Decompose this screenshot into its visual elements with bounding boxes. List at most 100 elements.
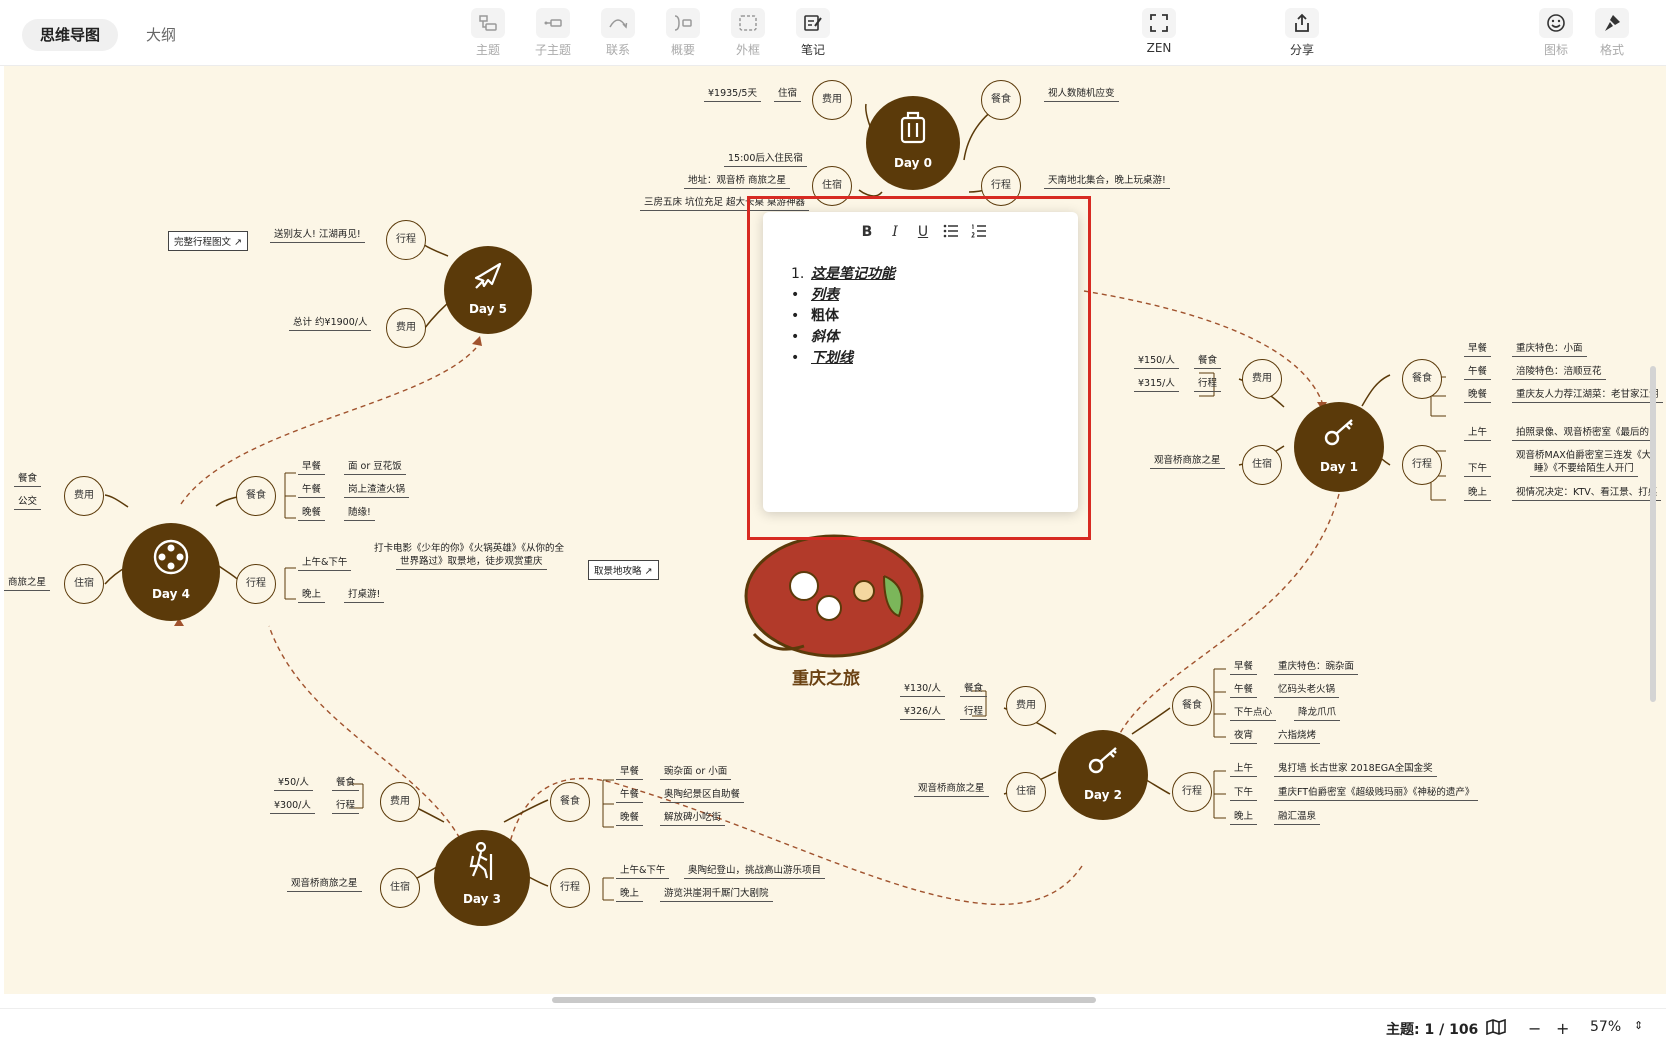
day4-lodging[interactable]: 住宿 [64, 564, 104, 604]
zoom-level[interactable]: 57% [1590, 1019, 1622, 1035]
italic-button[interactable]: I [892, 224, 898, 240]
day0-node[interactable]: Day 0 [866, 96, 960, 190]
day2-cost[interactable]: 费用 [1006, 686, 1046, 726]
bold-button[interactable]: B [861, 224, 873, 240]
day1-label: Day 1 [1319, 460, 1359, 474]
day3-leaf: 午餐 [616, 786, 644, 803]
day2-leaf: 融汇温泉 [1274, 808, 1321, 825]
itinerary-link-box[interactable]: 完整行程图文 ↗ [168, 231, 248, 251]
note-item-text: 这是笔记功能 [811, 266, 895, 282]
day1-cost[interactable]: 费用 [1242, 359, 1282, 399]
day1-leaf: 晚餐 [1464, 386, 1492, 403]
center-topic-title[interactable]: 重庆之旅 [792, 669, 860, 689]
day2-leaf: 鬼打墙 长古世家 2018EGA全国金奖 [1274, 760, 1437, 777]
note-item: 1. 这是笔记功能 [791, 264, 895, 285]
note-item: •下划线 [791, 348, 895, 369]
relationship-label: 联系 [605, 43, 630, 57]
underline-button[interactable]: U [917, 224, 929, 240]
note-item: •斜体 [791, 327, 895, 348]
zen-tool[interactable]: ZEN [1131, 8, 1187, 55]
day2-node[interactable]: Day 2 [1058, 730, 1148, 820]
numbered-list-icon [971, 224, 986, 238]
day5-cost[interactable]: 费用 [386, 308, 426, 348]
zoom-out-button[interactable]: − [1528, 1019, 1542, 1038]
tab-outline[interactable]: 大纲 [146, 26, 177, 44]
day4-leaf: 打桌游! [344, 586, 385, 603]
spot-guide-link-box[interactable]: 取景地攻略 ↗ [588, 560, 659, 580]
day1-leaf: 视情况决定：KTV、看江景、打桌 [1512, 484, 1662, 501]
day3-leaf: 晚上 [616, 885, 644, 902]
zoom-in-button[interactable]: + [1556, 1019, 1570, 1038]
day4-leaf: 午餐 [298, 481, 326, 498]
box-text: 完整行程图文 [174, 237, 232, 248]
topic-tool[interactable]: 主题 [460, 8, 516, 58]
airplane-icon [474, 262, 502, 289]
list-marker: • [791, 329, 800, 345]
day3-itinerary[interactable]: 行程 [550, 868, 590, 908]
day3-leaf: 上午&下午 [616, 862, 670, 879]
day0-cost[interactable]: 费用 [812, 80, 852, 120]
day5-leaf: 送别友人! 江湖再见! [270, 226, 365, 243]
day5-node[interactable]: Day 5 [444, 246, 532, 334]
boundary-icon [731, 8, 765, 38]
day2-leaf: 重庆特色：豌杂面 [1274, 658, 1359, 675]
day3-lodging[interactable]: 住宿 [380, 868, 420, 908]
summary-tool[interactable]: 概要 [655, 8, 711, 58]
day2-leaf: ¥130/人 [900, 680, 945, 697]
day3-node[interactable]: Day 3 [434, 830, 530, 926]
day1-leaf: 重庆特色：小面 [1512, 340, 1587, 357]
day3-leaf: 餐食 [332, 774, 360, 791]
day1-lodging[interactable]: 住宿 [1242, 445, 1282, 485]
day0-meals[interactable]: 餐食 [981, 80, 1021, 120]
day0-lodging[interactable]: 住宿 [812, 166, 852, 206]
icon-tool[interactable]: 图标 [1528, 8, 1584, 58]
day1-meals[interactable]: 餐食 [1402, 359, 1442, 399]
day3-label: Day 3 [462, 892, 502, 906]
day1-leaf: 重庆友人力荐江湖菜：老甘家江湖 [1512, 386, 1663, 403]
day1-node[interactable]: Day 1 [1294, 402, 1384, 492]
day2-leaf: 夜宵 [1230, 727, 1258, 744]
boundary-tool[interactable]: 外框 [720, 8, 776, 58]
summary-icon [666, 8, 700, 38]
day1-leaf: 餐食 [1194, 352, 1222, 369]
day4-node[interactable]: Day 4 [122, 523, 220, 621]
share-tool[interactable]: 分享 [1274, 8, 1330, 58]
day0-leaf: 15:00后入住民宿 [724, 150, 807, 167]
note-tool[interactable]: 笔记 [785, 8, 841, 58]
day4-leaf: 打卡电影《少年的你》《火锅英雄》《从你的全 [374, 543, 565, 554]
topic-icon [471, 8, 505, 38]
list-marker: • [791, 308, 800, 324]
tab-mindmap[interactable]: 思维导图 [22, 19, 119, 51]
day1-itinerary[interactable]: 行程 [1402, 445, 1442, 485]
day5-itinerary[interactable]: 行程 [386, 220, 426, 260]
day2-leaf: 晚上 [1230, 808, 1258, 825]
note-editor[interactable]: B I U 1.这是笔记功能 •列表 •粗体 •斜体 •下划线 [763, 212, 1078, 512]
share-label: 分享 [1289, 43, 1314, 57]
horizontal-scrollbar[interactable] [552, 997, 1096, 1003]
list-marker: 1. [791, 266, 805, 282]
day1-leaf: 拍照录像、观音桥密室《最后的 [1512, 424, 1654, 441]
subtopic-tool[interactable]: 子主题 [525, 8, 581, 58]
day1-leaf: 观音桥MAX伯爵密室三连发《大 [1516, 450, 1652, 461]
bulleted-list-button[interactable] [943, 224, 959, 242]
day4-meals[interactable]: 餐食 [236, 476, 276, 516]
day3-leaf: 游览洪崖洞千厮门大剧院 [660, 885, 773, 902]
day2-lodging[interactable]: 住宿 [1006, 772, 1046, 812]
day2-meals[interactable]: 餐食 [1172, 686, 1212, 726]
day4-label: Day 4 [151, 587, 191, 601]
vertical-scrollbar[interactable] [1650, 366, 1656, 702]
note-content[interactable]: 1.这是笔记功能 •列表 •粗体 •斜体 •下划线 [791, 264, 895, 369]
day0-itinerary[interactable]: 行程 [981, 166, 1021, 206]
summary-label: 概要 [670, 43, 695, 57]
zoom-stepper-icon[interactable]: ⇕ [1634, 1019, 1644, 1032]
day3-meals[interactable]: 餐食 [550, 782, 590, 822]
map-icon[interactable] [1486, 1018, 1506, 1039]
day3-cost[interactable]: 费用 [380, 782, 420, 822]
numbered-list-button[interactable] [971, 224, 987, 242]
day4-cost[interactable]: 费用 [64, 476, 104, 516]
day4-itinerary[interactable]: 行程 [236, 564, 276, 604]
format-tool[interactable]: 格式 [1584, 8, 1640, 58]
day2-itinerary[interactable]: 行程 [1172, 772, 1212, 812]
relationship-tool[interactable]: 联系 [590, 8, 646, 58]
day3-leaf: 晚餐 [616, 809, 644, 826]
